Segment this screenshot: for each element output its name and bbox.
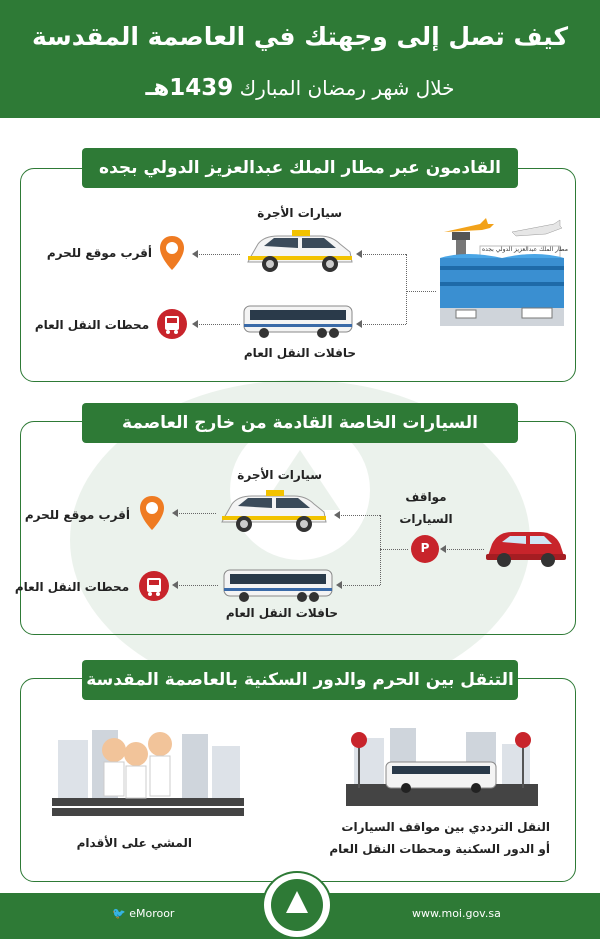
twitter-icon: 🐦 [112, 907, 126, 920]
location-pin-icon [160, 236, 184, 270]
taxi-car-icon [247, 230, 353, 272]
arrow-icon [440, 545, 446, 553]
shuttle-bus-scene-icon [346, 728, 538, 806]
connector-line [380, 515, 381, 585]
section-haram-housing-banner: التنقل بين الحرم والدور السكنية بالعاصمة… [82, 660, 518, 700]
taxi-label: سيارات الأجرة [237, 468, 322, 482]
section-airport-banner: القادمون عبر مطار الملك عبدالعزيز الدولي… [82, 148, 518, 188]
pilgrims-walking-icon [52, 730, 244, 816]
airport-terminal-icon [440, 218, 564, 326]
connector-line [196, 324, 240, 325]
emblem-watermark-icon [70, 380, 530, 700]
connector-line [406, 254, 407, 324]
connector-line [196, 254, 240, 255]
arrow-icon [172, 581, 178, 589]
connector-line [176, 585, 218, 586]
parking-letter: P [420, 541, 430, 555]
arrow-icon [334, 511, 340, 519]
private-car-icon [486, 532, 566, 567]
page-title: كيف تصل إلى وجهتك في العاصمة المقدسة [32, 22, 568, 51]
page-subtitle: خلال شهر رمضان المبارك 1439هـ [0, 75, 600, 101]
shuttle-line2: أو الدور السكنية ومحطات النقل العام [329, 842, 550, 856]
bus-station-icon [157, 309, 187, 339]
parking-icon [411, 535, 439, 563]
airport-sign-text: مطار الملك عبدالعزيز الدولي بجده [482, 246, 568, 253]
walking-label: المشي على الأقدام [76, 836, 192, 850]
arrow-icon [336, 581, 342, 589]
connector-line [340, 585, 380, 586]
taxi-car-icon [221, 490, 327, 532]
ministry-logo-icon [262, 871, 332, 939]
footer-bar: 🐦 eMoroor www.moi.gov.sa [0, 871, 600, 939]
arrow-icon [356, 320, 362, 328]
header-banner: كيف تصل إلى وجهتك في العاصمة المقدسة خلا… [0, 0, 600, 118]
bus-icon [223, 569, 333, 602]
connector-line [360, 324, 406, 325]
dest-location-label: أقرب موقع للحرم [46, 246, 152, 260]
section-private-cars-banner: السيارات الخاصة القادمة من خارج العاصمة [82, 403, 518, 443]
connector-line [338, 515, 380, 516]
arrow-icon [172, 509, 178, 517]
bus-icon [243, 305, 353, 338]
bus-station-icon [139, 571, 169, 601]
connector-line [406, 291, 436, 292]
parking-label-line1: مواقف [405, 490, 447, 504]
parking-label-line2: السيارات [399, 512, 453, 526]
arrow-icon [356, 250, 362, 258]
bus-label: حافلات النقل العام [243, 346, 356, 360]
arrow-icon [192, 320, 198, 328]
bus-label: حافلات النقل العام [225, 606, 338, 620]
arrow-icon [192, 250, 198, 258]
website-link[interactable]: www.moi.gov.sa [412, 907, 501, 920]
twitter-handle[interactable]: 🐦 eMoroor [112, 907, 175, 920]
connector-line [360, 254, 406, 255]
connector-line [444, 549, 484, 550]
subtitle-year: 1439هـ [145, 75, 234, 101]
connector-line [380, 549, 408, 550]
shuttle-line1: النقل الترددي بين مواقف السيارات [341, 820, 550, 834]
dest-station-label: محطات النقل العام [14, 580, 130, 594]
subtitle-text: خلال شهر رمضان المبارك [239, 76, 455, 100]
dest-station-label: محطات النقل العام [34, 318, 150, 332]
connector-line [176, 513, 216, 514]
taxi-label: سيارات الأجرة [257, 206, 342, 220]
dest-location-label: أقرب موقع للحرم [24, 508, 130, 522]
location-pin-icon [140, 496, 164, 530]
